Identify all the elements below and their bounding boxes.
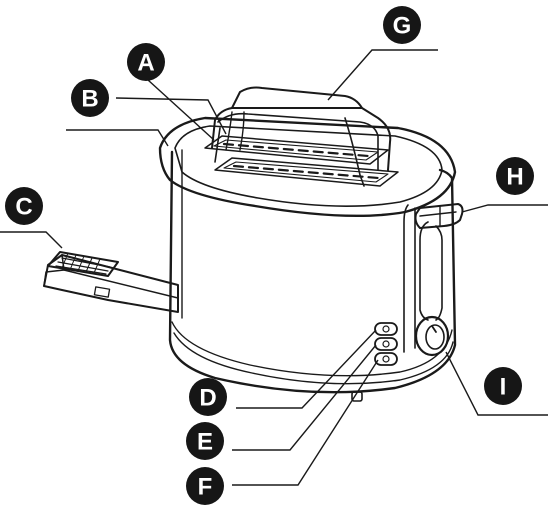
button-f <box>374 352 398 366</box>
label-h-text: H <box>506 164 523 191</box>
label-f: F <box>186 467 224 505</box>
leader-lines <box>0 49 548 486</box>
bread-slot-right <box>214 157 399 187</box>
label-g-text: G <box>393 13 412 40</box>
crumb-tray <box>43 251 179 313</box>
button-d <box>374 322 398 336</box>
bread-slot-left <box>204 135 389 165</box>
button-e <box>374 337 398 351</box>
toaster-top <box>158 116 457 218</box>
bun-warming-rack <box>211 86 392 187</box>
label-g: G <box>383 6 421 44</box>
leader-i <box>445 351 548 416</box>
crumb-tray-grip <box>47 251 119 277</box>
control-buttons <box>374 322 398 366</box>
leader-e <box>232 344 377 451</box>
label-b-text: B <box>81 86 98 113</box>
leader-c <box>0 231 63 249</box>
leader-f <box>232 359 379 486</box>
leader-b <box>115 97 227 135</box>
label-d-text: D <box>199 385 216 412</box>
leader-d <box>236 329 377 409</box>
label-f-text: F <box>198 474 213 501</box>
label-a-text: A <box>137 50 154 77</box>
label-c-text: C <box>15 194 32 221</box>
label-i: I <box>484 367 522 405</box>
label-i-text: I <box>500 374 507 401</box>
leader-left-base <box>66 129 169 147</box>
leader-a <box>147 79 215 141</box>
leader-h <box>461 204 548 213</box>
label-e-text: E <box>197 429 213 456</box>
label-e: E <box>186 422 224 460</box>
carriage-lever <box>414 203 464 229</box>
label-d: D <box>189 378 227 416</box>
label-b: B <box>71 79 109 117</box>
label-h: H <box>496 157 534 195</box>
label-a: A <box>127 43 165 81</box>
browning-knob <box>414 315 450 357</box>
leader-g <box>327 49 438 101</box>
label-c: C <box>5 187 43 225</box>
